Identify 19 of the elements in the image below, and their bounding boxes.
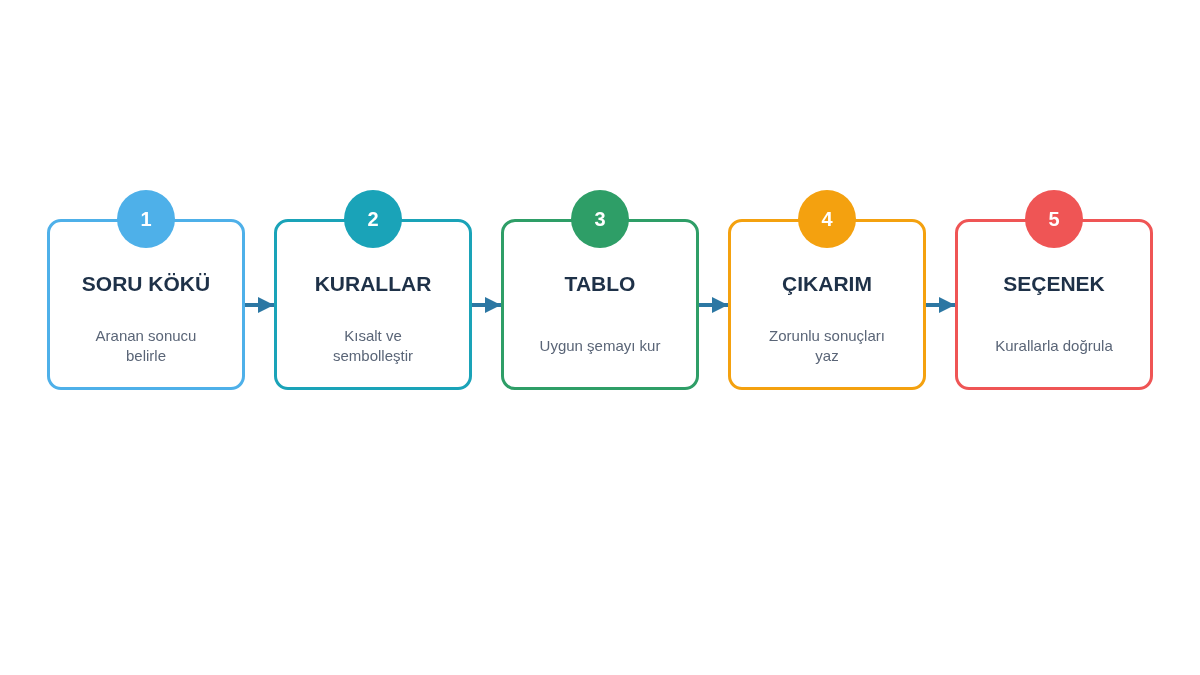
- arrow: [926, 297, 955, 313]
- step-description: Kurallarla doğrula: [994, 336, 1114, 356]
- step-number: 4: [798, 190, 856, 248]
- step-description: Zorunlu sonuçları yaz: [768, 326, 886, 366]
- step-title: SORU KÖKÜ: [80, 272, 212, 296]
- step-description: Kısalt ve sembolleştir: [332, 326, 414, 366]
- step-description: Uygun şemayı kur: [538, 336, 662, 356]
- step-description: Aranan sonucu belirle: [94, 326, 198, 366]
- step-title: ÇIKARIM: [781, 272, 873, 296]
- step-number: 2: [344, 190, 402, 248]
- arrow: [245, 297, 274, 313]
- step-number: 1: [117, 190, 175, 248]
- step-title: KURALLAR: [313, 272, 433, 296]
- step-number: 5: [1025, 190, 1083, 248]
- step-title: TABLO: [563, 272, 637, 296]
- step-title: SEÇENEK: [1002, 272, 1106, 296]
- step-number: 3: [571, 190, 629, 248]
- arrow: [699, 297, 728, 313]
- arrow: [472, 297, 501, 313]
